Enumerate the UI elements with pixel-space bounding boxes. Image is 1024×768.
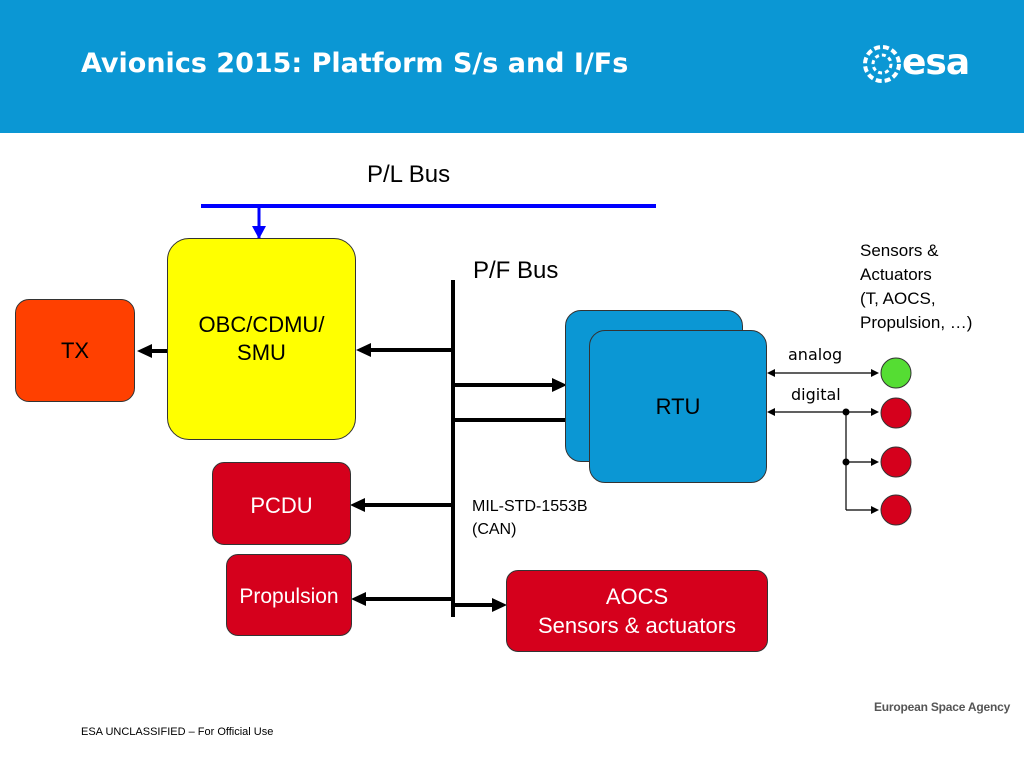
digital-arrow-right-3 — [871, 506, 879, 514]
obc-label-line2: SMU — [237, 340, 286, 365]
propulsion-box: Propulsion — [226, 554, 352, 636]
pl-bus-label: P/L Bus — [367, 161, 451, 188]
pcdu-arrowhead — [350, 498, 365, 512]
analog-sensor — [880, 357, 912, 389]
esa-logo-text: esa — [902, 42, 970, 83]
rtu-label: RTU — [655, 393, 701, 419]
aocs-label-line2: Sensors & actuators — [537, 613, 737, 638]
pcdu-box: PCDU — [212, 462, 351, 545]
sensors-line3: (T, AOCS, — [860, 289, 936, 308]
header-bar: Avionics 2015: Platform S/s and I/Fs esa — [0, 0, 1024, 133]
slide-title: Avionics 2015: Platform S/s and I/Fs — [81, 48, 629, 79]
digital-sensor-2 — [880, 446, 912, 478]
agency-footer: European Space Agency — [874, 700, 1011, 714]
esa-globe-icon — [863, 45, 901, 83]
digital-arrow-left — [767, 408, 775, 416]
analog-arrow-right — [871, 369, 879, 377]
aocs-arrowhead — [492, 598, 507, 612]
classification-footer: ESA UNCLASSIFIED – For Official Use — [81, 726, 274, 738]
aocs-box: AOCS Sensors & actuators — [506, 570, 768, 652]
obc-cdmu-smu-box: OBC/CDMU/ SMU — [167, 238, 356, 440]
pcdu-label: PCDU — [250, 493, 313, 518]
pf-bus-label: P/F Bus — [473, 257, 559, 284]
analog-label: analog — [788, 345, 843, 364]
bus-standard-line2: (CAN) — [472, 521, 517, 538]
sensors-line1: Sensors & — [860, 241, 939, 260]
digital-arrow-right-2 — [871, 458, 879, 466]
tx-label: TX — [60, 338, 90, 363]
obc-arrowhead — [356, 343, 371, 357]
analog-arrow-left — [767, 369, 775, 377]
esa-logo: esa — [862, 40, 1002, 90]
propulsion-arrowhead — [351, 592, 366, 606]
sensors-line2: Actuators — [860, 265, 932, 284]
propulsion-label: Propulsion — [239, 585, 339, 608]
aocs-label-line1: AOCS — [605, 584, 669, 609]
digital-label: digital — [791, 385, 841, 404]
bus-standard-line1: MIL-STD-1553B — [472, 498, 588, 515]
digital-sensor-3 — [880, 494, 912, 526]
digital-junction-1 — [842, 408, 850, 416]
tx-arrowhead — [137, 344, 152, 358]
sensors-line4: Propulsion, …) — [860, 313, 973, 332]
digital-sensor-1 — [880, 397, 912, 429]
pl-bus-arrowhead — [252, 226, 266, 239]
digital-arrow-right-1 — [871, 408, 879, 416]
rtu-box: RTU — [589, 330, 767, 483]
tx-box: TX — [15, 299, 135, 402]
rtu-arrowhead-top — [552, 378, 567, 392]
obc-label-line1: OBC/CDMU/ — [198, 312, 325, 337]
